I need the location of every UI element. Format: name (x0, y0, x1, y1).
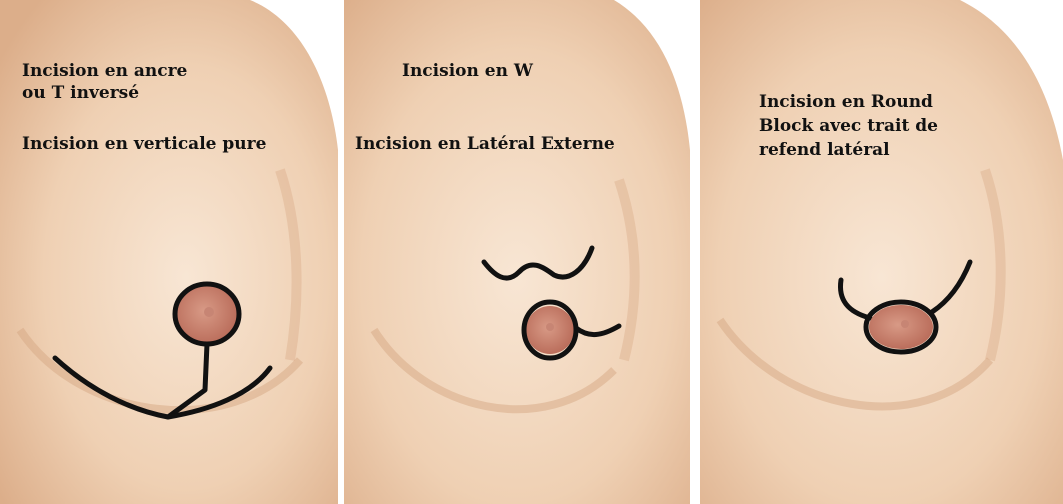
nipple (204, 307, 214, 317)
panel-anchor-incision: Incision en ancre ou T inversé Incision … (0, 0, 338, 504)
round-block-label-line1: Incision en Round (759, 92, 933, 113)
panel-w-incision: Incision en W Incision en Latéral Extern… (344, 0, 690, 504)
vertical-incision-label: Incision en verticale pure (22, 134, 266, 155)
round-block-label-line2: Block avec trait de (759, 116, 938, 137)
torso-illustration-3 (700, 0, 1063, 504)
anchor-incision-label: Incision en ancre (22, 61, 187, 82)
lateral-external-label: Incision en Latéral Externe (355, 134, 615, 155)
areola (869, 305, 933, 349)
round-block-label-line3: refend latéral (759, 140, 890, 161)
torso-skin (700, 0, 1063, 504)
panel-round-block-incision: Incision en Round Block avec trait de re… (700, 0, 1063, 504)
w-incision-label: Incision en W (402, 61, 533, 82)
nipple (901, 320, 909, 328)
inverted-t-label: ou T inversé (22, 83, 139, 104)
nipple (546, 323, 554, 331)
